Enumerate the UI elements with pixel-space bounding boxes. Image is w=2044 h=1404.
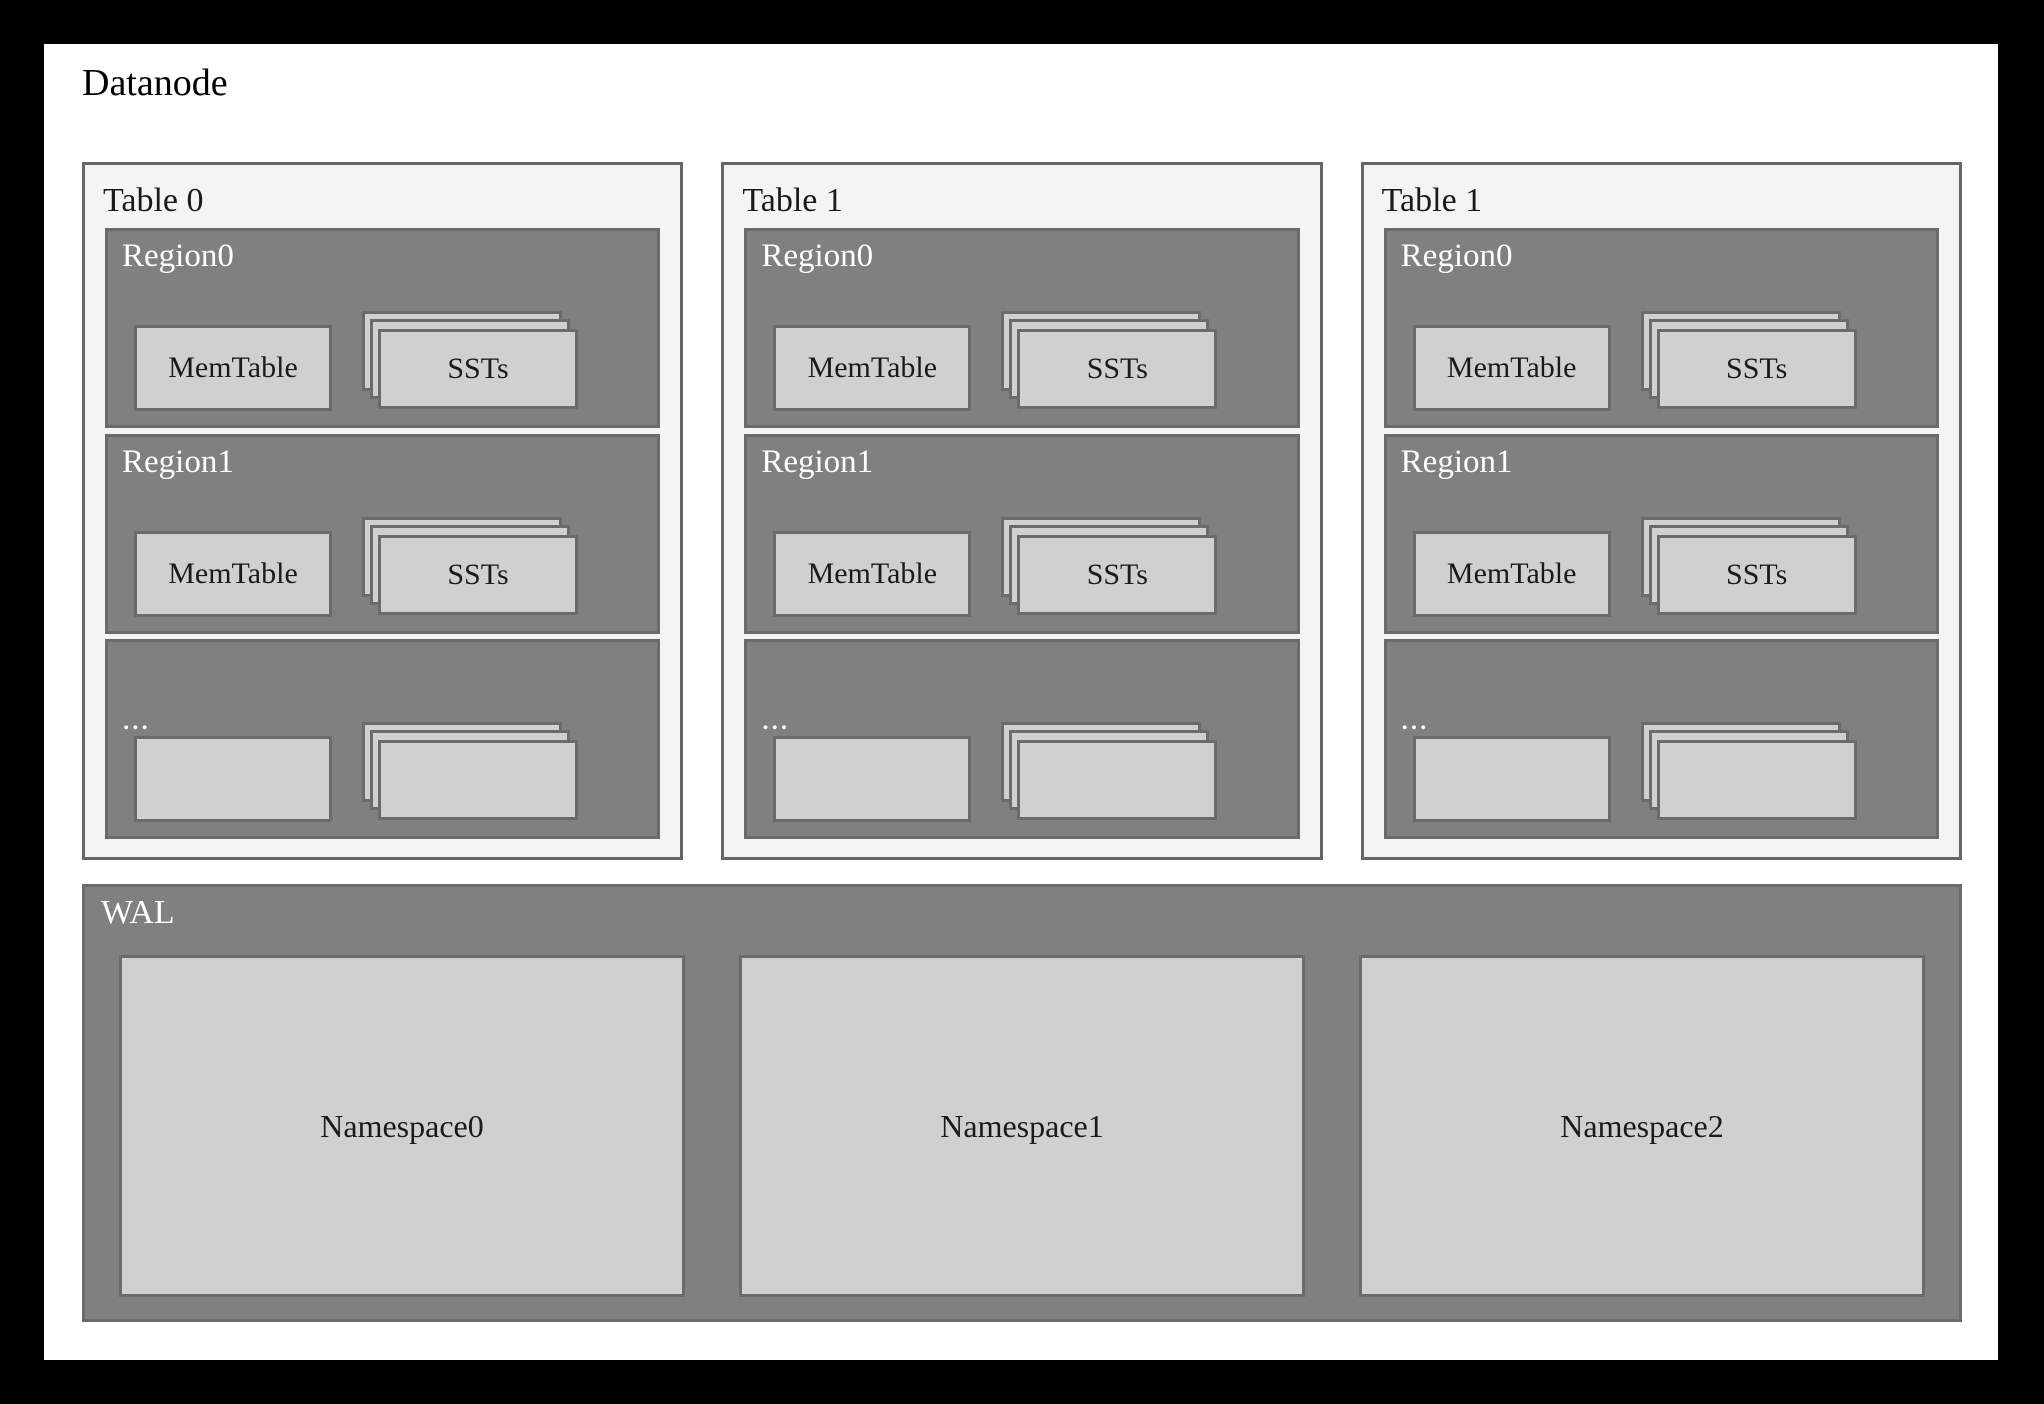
region-label: Region0 bbox=[1400, 238, 1513, 275]
sst-stack[interactable]: SSTs bbox=[1001, 516, 1218, 617]
region-box-more[interactable]: ... bbox=[744, 639, 1300, 839]
memtable-card[interactable]: MemTable bbox=[1412, 530, 1611, 617]
table-panel[interactable]: Table 1 Region0 MemTable SSTs Region1 bbox=[1360, 162, 1962, 860]
region-box[interactable]: Region1 MemTable SSTs bbox=[105, 433, 661, 634]
memtable-card[interactable]: MemTable bbox=[773, 325, 972, 412]
namespace-box[interactable]: Namespace1 bbox=[739, 955, 1305, 1297]
region-body: MemTable SSTs bbox=[108, 311, 657, 412]
table-label: Table 1 bbox=[1381, 182, 1483, 219]
region-label: Region1 bbox=[122, 443, 234, 480]
namespace-box[interactable]: Namespace0 bbox=[119, 955, 685, 1297]
namespaces-row: Namespace0 Namespace1 Namespace2 bbox=[85, 955, 1959, 1297]
region-body: MemTable SSTs bbox=[747, 311, 1296, 412]
region-box-more[interactable]: ... bbox=[1383, 639, 1939, 839]
memtable-card[interactable]: MemTable bbox=[773, 530, 972, 617]
sst-sheet-front: SSTs bbox=[1656, 329, 1857, 410]
region-body bbox=[1387, 722, 1936, 822]
region-label: Region0 bbox=[761, 238, 874, 275]
regions-wrap: Region0 MemTable SSTs Region1 MemTable bbox=[97, 228, 668, 843]
sst-sheet-front bbox=[1656, 740, 1857, 820]
region-box[interactable]: Region0 MemTable SSTs bbox=[744, 228, 1300, 429]
memtable-card[interactable]: MemTable bbox=[1412, 325, 1611, 412]
sst-sheet-front bbox=[1017, 740, 1218, 820]
sst-stack[interactable]: SSTs bbox=[362, 516, 578, 617]
table-label: Table 1 bbox=[742, 182, 843, 219]
region-body: MemTable SSTs bbox=[108, 516, 657, 617]
sst-stack[interactable]: SSTs bbox=[362, 311, 578, 411]
wal-label: WAL bbox=[101, 894, 175, 931]
sst-stack-blank[interactable] bbox=[1640, 722, 1857, 822]
region-label: Region1 bbox=[1400, 443, 1513, 480]
ellipsis-label: ... bbox=[761, 701, 790, 737]
table-panel[interactable]: Table 0 Region0 MemTable SSTs Region1 bbox=[82, 162, 684, 860]
sst-stack[interactable]: SSTs bbox=[1640, 311, 1857, 411]
table-panel[interactable]: Table 1 Region0 MemTable SSTs Region1 bbox=[721, 162, 1323, 860]
region-body bbox=[747, 722, 1296, 822]
region-label: Region1 bbox=[761, 443, 874, 480]
region-body bbox=[108, 722, 657, 822]
region-box[interactable]: Region1 MemTable SSTs bbox=[1383, 433, 1939, 634]
region-body: MemTable SSTs bbox=[747, 516, 1296, 617]
region-box-more[interactable]: ... bbox=[105, 639, 661, 839]
ellipsis-label: ... bbox=[1400, 701, 1429, 737]
sst-stack-blank[interactable] bbox=[362, 722, 578, 822]
memtable-card[interactable]: MemTable bbox=[134, 325, 332, 412]
region-box[interactable]: Region0 MemTable SSTs bbox=[105, 228, 661, 429]
tables-row: Table 0 Region0 MemTable SSTs Region1 bbox=[82, 162, 1962, 860]
region-body: MemTable SSTs bbox=[1387, 311, 1936, 412]
page-title: Datanode bbox=[82, 62, 228, 104]
memtable-card-blank[interactable] bbox=[1412, 736, 1611, 822]
datanode-canvas: Datanode Table 0 Region0 MemTable SSTs bbox=[44, 44, 1998, 1360]
sst-sheet-front: SSTs bbox=[1017, 534, 1218, 615]
sst-sheet-front: SSTs bbox=[1017, 329, 1218, 410]
sst-sheet-front: SSTs bbox=[1656, 534, 1857, 615]
region-body: MemTable SSTs bbox=[1387, 516, 1936, 617]
sst-stack[interactable]: SSTs bbox=[1640, 516, 1857, 617]
sst-sheet-front: SSTs bbox=[378, 534, 578, 615]
wal-box[interactable]: WAL Namespace0 Namespace1 Namespace2 bbox=[82, 884, 1962, 1322]
namespace-box[interactable]: Namespace2 bbox=[1359, 955, 1925, 1297]
sst-stack-blank[interactable] bbox=[1001, 722, 1218, 822]
memtable-card[interactable]: MemTable bbox=[134, 530, 332, 617]
ellipsis-label: ... bbox=[122, 701, 150, 737]
region-label: Region0 bbox=[122, 238, 234, 275]
memtable-card-blank[interactable] bbox=[773, 736, 972, 822]
sst-stack[interactable]: SSTs bbox=[1001, 311, 1218, 411]
regions-wrap: Region0 MemTable SSTs Region1 MemTable bbox=[1376, 228, 1947, 843]
region-box[interactable]: Region1 MemTable SSTs bbox=[744, 433, 1300, 634]
regions-wrap: Region0 MemTable SSTs Region1 MemTable bbox=[736, 228, 1307, 843]
memtable-card-blank[interactable] bbox=[134, 736, 332, 822]
sst-sheet-front bbox=[378, 740, 578, 820]
table-label: Table 0 bbox=[103, 182, 204, 219]
sst-sheet-front: SSTs bbox=[378, 329, 578, 410]
region-box[interactable]: Region0 MemTable SSTs bbox=[1383, 228, 1939, 429]
